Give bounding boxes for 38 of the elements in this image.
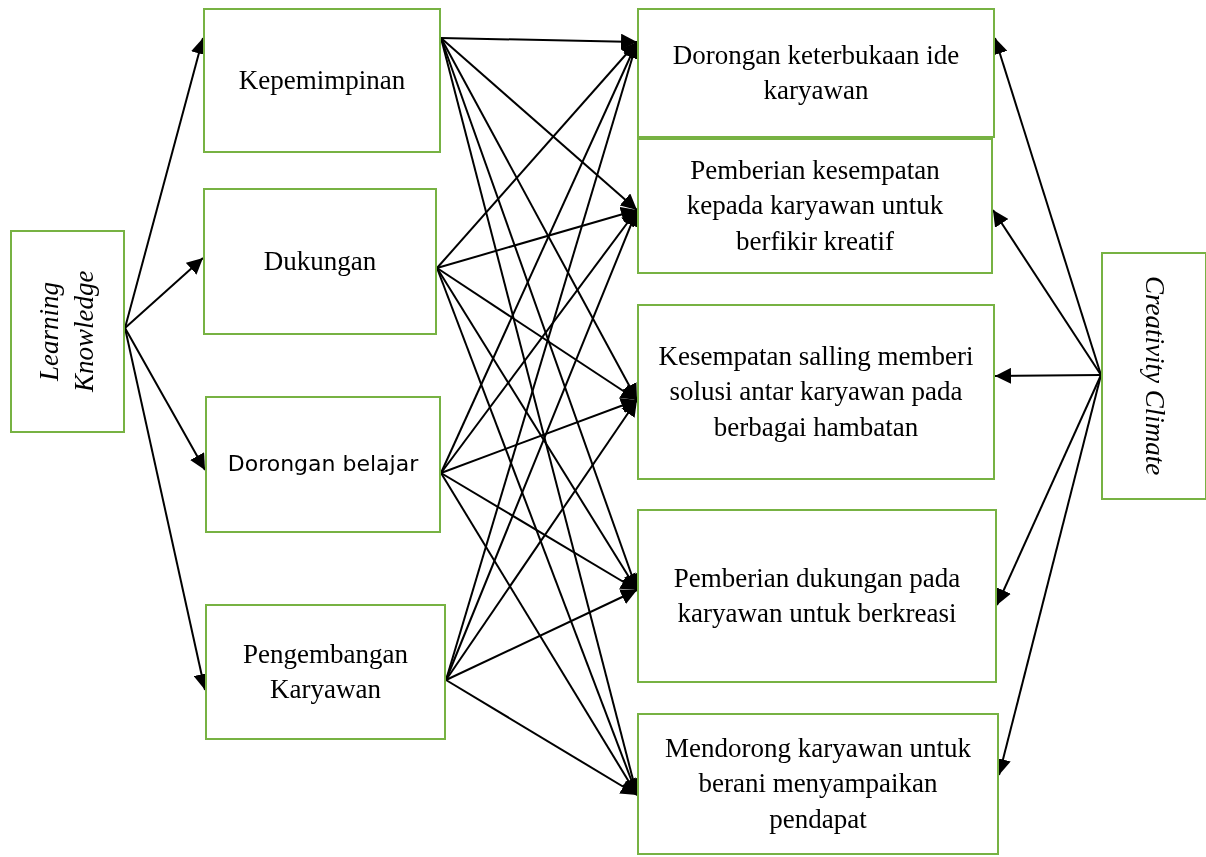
text-box [1101, 252, 1206, 500]
arrow [124, 257, 204, 329]
box-label: Pengembangan Karyawan [242, 637, 409, 706]
arrow [436, 41, 638, 269]
arrow [440, 37, 638, 211]
text-box [205, 396, 441, 533]
arrow [440, 398, 638, 474]
box-label: Mendorong karyawan untuk berani menyampaikan pendapat [664, 732, 972, 836]
box-label: Dorongan keterbukaan ide karyawan [671, 38, 961, 107]
arrow [436, 267, 638, 401]
text-box [637, 8, 995, 138]
text-box [203, 188, 437, 335]
box-label: Dorongan belajar [227, 450, 419, 479]
text-box [637, 509, 997, 683]
box-label: Kepemimpinan [238, 63, 406, 97]
arrow [440, 209, 638, 474]
text-box [637, 138, 993, 274]
text-box [203, 8, 441, 153]
arrow [994, 367, 1102, 384]
arrow [124, 327, 206, 471]
arrow [445, 679, 638, 796]
box-label: Creativity Climate [1138, 276, 1171, 476]
arrow [436, 206, 638, 269]
arrow [445, 589, 638, 681]
arrow [992, 209, 1102, 376]
box-label: Pemberian kesempatan kepada karyawan untuk berfikir kreatif [685, 154, 945, 258]
box-label: Dukungan [263, 244, 377, 278]
arrow [996, 374, 1102, 606]
box-label: Learning Knowledge [33, 269, 101, 395]
text-box [205, 604, 446, 740]
text-box [637, 304, 995, 480]
box-label: Kesempatan salling memberi solusi antar karyawan pada berbagai hambatan [657, 340, 975, 444]
arrow [445, 399, 638, 681]
text-box [637, 713, 999, 855]
text-box [10, 230, 125, 433]
arrow [440, 33, 638, 50]
box-label: Pemberian dukungan pada karyawan untuk berkreasi [672, 561, 962, 630]
arrow [440, 472, 638, 591]
